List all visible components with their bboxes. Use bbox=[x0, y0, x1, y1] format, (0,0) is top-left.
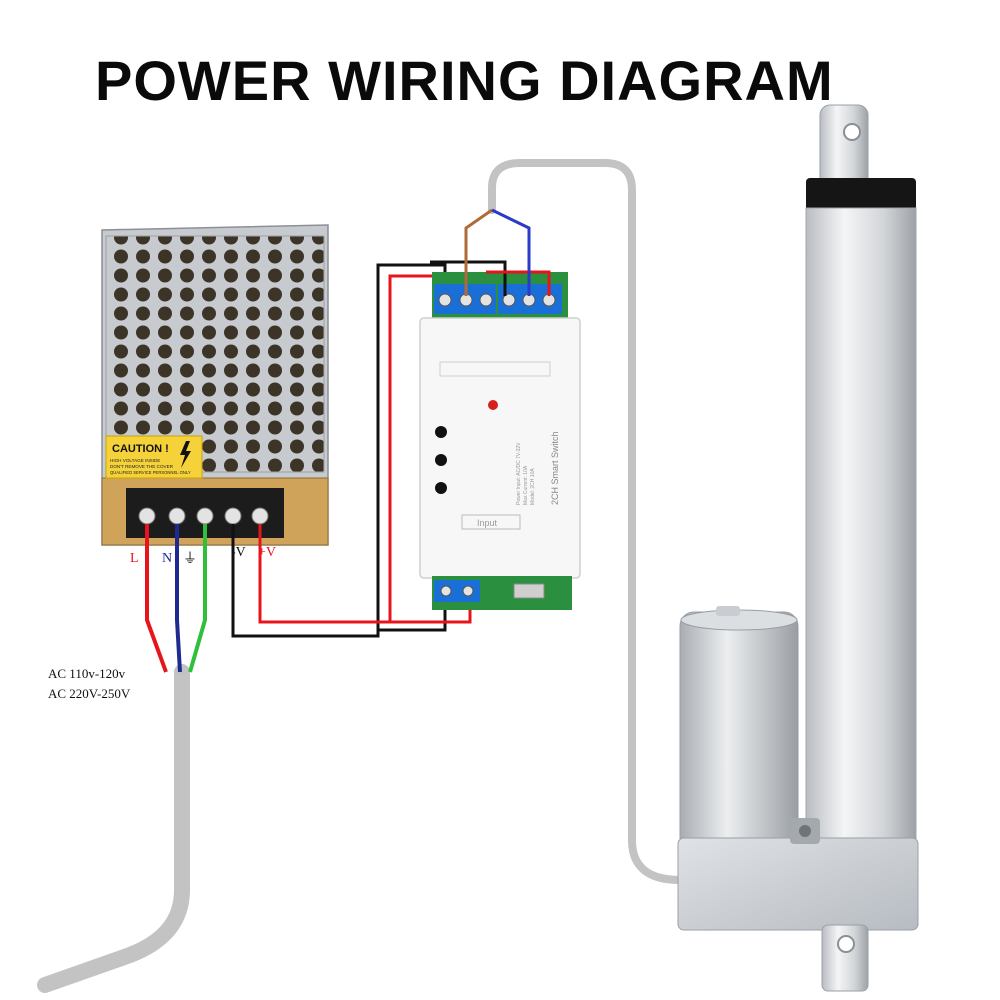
actuator-wire-blue bbox=[491, 208, 531, 296]
diagram-title: POWER WIRING DIAGRAM bbox=[95, 49, 834, 112]
power-supply: CAUTION ! HIGH VOLTAGE INSIDE DON'T REMO… bbox=[101, 224, 329, 546]
linear-actuator bbox=[677, 104, 919, 992]
label-live: L bbox=[130, 551, 139, 566]
input-label-box bbox=[461, 514, 521, 530]
switch-button-1 bbox=[435, 426, 447, 438]
input-terminal-block bbox=[434, 580, 480, 602]
output-terminal-blocks bbox=[434, 284, 562, 314]
wire-neutral bbox=[175, 524, 182, 673]
caution-line-1: HIGH VOLTAGE INSIDE bbox=[110, 458, 160, 463]
status-led bbox=[488, 400, 498, 410]
caution-title: CAUTION ! bbox=[112, 443, 169, 455]
actuator-cable bbox=[488, 159, 684, 884]
switch-button-3 bbox=[435, 482, 447, 494]
jumper-red bbox=[486, 270, 551, 296]
label-positive: +V bbox=[258, 545, 276, 560]
smart-switch-module: 2CH Smart Switch Power Input: AC/DC 7V-3… bbox=[419, 272, 581, 610]
motor-housing bbox=[679, 611, 799, 853]
terminal-screw-negative bbox=[224, 507, 242, 525]
rear-clevis bbox=[821, 924, 869, 992]
ac-input-cable bbox=[37, 664, 190, 993]
terminal-screw-earth bbox=[196, 507, 214, 525]
ac-voltage-label-2: AC 220V-250V bbox=[48, 686, 131, 701]
ac-voltage-label-1: AC 110v-120v bbox=[48, 666, 126, 681]
terminal-screw-l bbox=[138, 507, 156, 525]
terminal-screw-n bbox=[168, 507, 186, 525]
caution-line-3: QUALIFIED SERVICE PERSONNEL ONLY bbox=[110, 470, 191, 475]
psu-vent-grid bbox=[106, 236, 324, 472]
switch-spec-line-3: Model: 2CH 10A bbox=[530, 468, 536, 505]
rear-mount-hole bbox=[837, 935, 855, 953]
label-negative: -V bbox=[231, 545, 246, 560]
rod-mount-hole bbox=[843, 123, 861, 141]
label-neutral: N bbox=[162, 551, 172, 566]
actuator-outer-tube bbox=[805, 207, 917, 869]
actuator-seal-ring bbox=[806, 178, 916, 212]
input-label: Input bbox=[477, 518, 498, 528]
earth-icon: ⏚ bbox=[183, 550, 197, 566]
gearbox-housing bbox=[677, 837, 919, 931]
wire-negative-dc bbox=[231, 263, 447, 638]
actuator-wire-brown bbox=[464, 208, 493, 296]
terminal-screw-positive bbox=[251, 507, 269, 525]
switch-button-2 bbox=[435, 454, 447, 466]
switch-spec-line-1: Power Input: AC/DC 7V-32V bbox=[516, 442, 522, 505]
switch-model-name: 2CH Smart Switch bbox=[550, 431, 560, 505]
switch-spec-line-2: Max Current: 10A bbox=[523, 465, 529, 505]
lightning-icon bbox=[180, 441, 191, 468]
housing-screw bbox=[799, 825, 811, 837]
jumper-black bbox=[430, 260, 507, 296]
caution-line-2: DON'T REMOVE THE COVER bbox=[110, 464, 174, 469]
wire-live bbox=[145, 524, 168, 673]
wire-earth bbox=[188, 524, 207, 673]
